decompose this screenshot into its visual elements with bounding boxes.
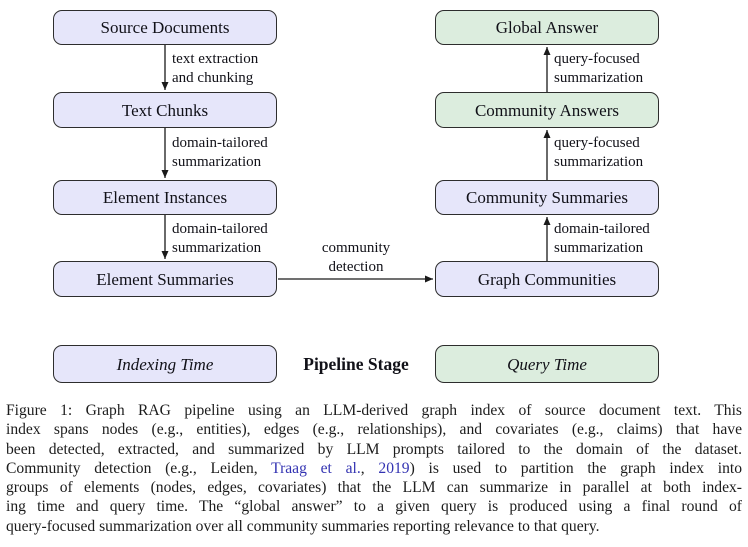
node-community-answers: Community Answers <box>435 92 659 128</box>
edge-label-query-summarization-1: query-focused summarization <box>554 51 644 86</box>
citation-link-2019[interactable]: 2019 <box>378 459 410 477</box>
edge-label-text-extraction: text extraction and chunking <box>172 51 259 86</box>
badge-indexing-time: Indexing Time <box>53 345 277 383</box>
caption-text: Community detection (e.g., Leiden, <box>6 459 272 477</box>
figure-caption: Figure 1: Graph RAG pipeline using an LL… <box>6 401 742 536</box>
node-text-chunks: Text Chunks <box>53 92 277 128</box>
edge-label-domain-summarization-3: domain-tailored summarization <box>554 221 650 256</box>
caption-line-5: groups of elements (nodes, edges, covari… <box>6 479 742 497</box>
caption-line-1: Figure 1: Graph RAG pipeline using an LL… <box>6 402 742 419</box>
caption-text: , <box>360 459 379 477</box>
node-source-documents: Source Documents <box>53 10 277 45</box>
caption-line-7: query-focused summarization over all com… <box>6 517 600 535</box>
flow-arrows <box>161 45 551 283</box>
edge-label-query-summarization-2: query-focused summarization <box>554 135 644 170</box>
pipeline-stage-label: Pipeline Stage <box>303 354 409 374</box>
node-community-summaries: Community Summaries <box>435 180 659 215</box>
edge-label-domain-summarization-1: domain-tailored summarization <box>172 135 268 170</box>
caption-line-2: index spans nodes (e.g., entities), edge… <box>6 421 742 439</box>
node-graph-communities: Graph Communities <box>435 261 659 297</box>
node-global-answer: Global Answer <box>435 10 659 45</box>
caption-line-3: been detected, extracted, and summarized… <box>6 440 742 458</box>
caption-line-6: ing time and query time. The “global ans… <box>6 498 742 516</box>
citation-link-traag[interactable]: Traag et al. <box>271 459 361 477</box>
caption-text: ) is used to partition the graph index i… <box>409 459 742 477</box>
edge-label-domain-summarization-2: domain-tailored summarization <box>172 221 268 256</box>
badge-query-time: Query Time <box>435 345 659 383</box>
edge-label-community-detection: community detection <box>321 240 391 275</box>
node-element-summaries: Element Summaries <box>53 261 277 297</box>
node-element-instances: Element Instances <box>53 180 277 215</box>
caption-line-4: Community detection (e.g., Leiden, Traag… <box>6 459 742 478</box>
